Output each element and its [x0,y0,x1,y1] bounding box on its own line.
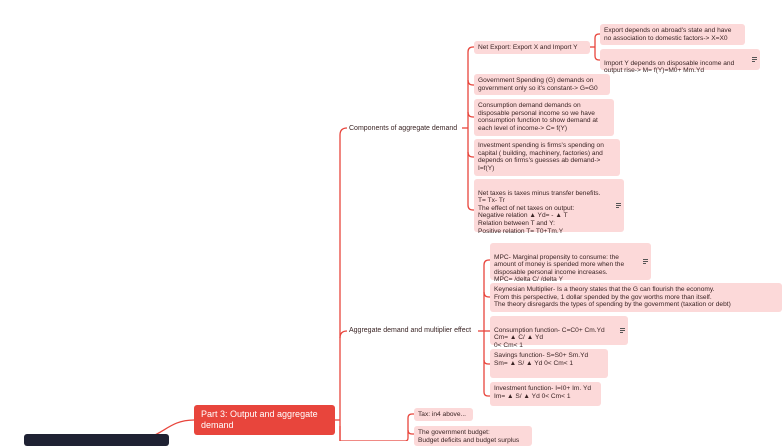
branch-multiplier[interactable]: Aggregate demand and multiplier effect [349,327,472,334]
node-net-taxes-text: Net taxes is taxes minus transfer benefi… [478,189,601,235]
note-icon[interactable] [643,258,648,265]
node-budget[interactable]: The government budget: Budget deficits a… [414,426,532,446]
note-icon[interactable] [616,202,621,209]
note-icon[interactable] [752,56,757,63]
node-net-export[interactable]: Net Export: Export X and Import Y [474,41,590,54]
node-consumption[interactable]: Consumption demand demands on disposable… [474,99,614,136]
node-consumption-function-text: Consumption function- C=C0+ Cm.Yd Cm= ▲ … [494,326,605,349]
node-export[interactable]: Export depends on abroad's state and hav… [600,24,745,45]
node-investment-function[interactable]: Investment function- I=I0+ Im. Yd Im= ▲ … [490,382,601,406]
note-icon[interactable] [620,327,625,334]
node-savings-function[interactable]: Savings function- S=S0+ Sm.Yd Sm= ▲ S/ ▲… [490,349,608,378]
node-keynesian[interactable]: Keynesian Multiplier- Is a theory states… [490,283,782,312]
node-import-text: Import Y depends on disposable income an… [604,59,735,75]
node-mpc[interactable]: MPC- Marginal propensity to consume: the… [490,243,651,283]
node-investment[interactable]: Investment spending is firms's spending … [474,139,620,176]
node-government[interactable]: Government Spending (G) demands on gover… [474,74,610,95]
node-net-taxes[interactable]: Net taxes is taxes minus transfer benefi… [474,179,624,235]
branch-components[interactable]: Components of aggregate demand [349,125,458,132]
node-import[interactable]: Import Y depends on disposable income an… [600,49,760,74]
main-topic[interactable]: Part 3: Output and aggregate demand [194,405,335,435]
node-tax[interactable]: Tax: in4 above... [414,408,473,421]
node-consumption-function[interactable]: Consumption function- C=C0+ Cm.Yd Cm= ▲ … [490,316,628,349]
node-mpc-text: MPC- Marginal propensity to consume: the… [494,253,625,284]
root-topic[interactable] [24,434,169,446]
